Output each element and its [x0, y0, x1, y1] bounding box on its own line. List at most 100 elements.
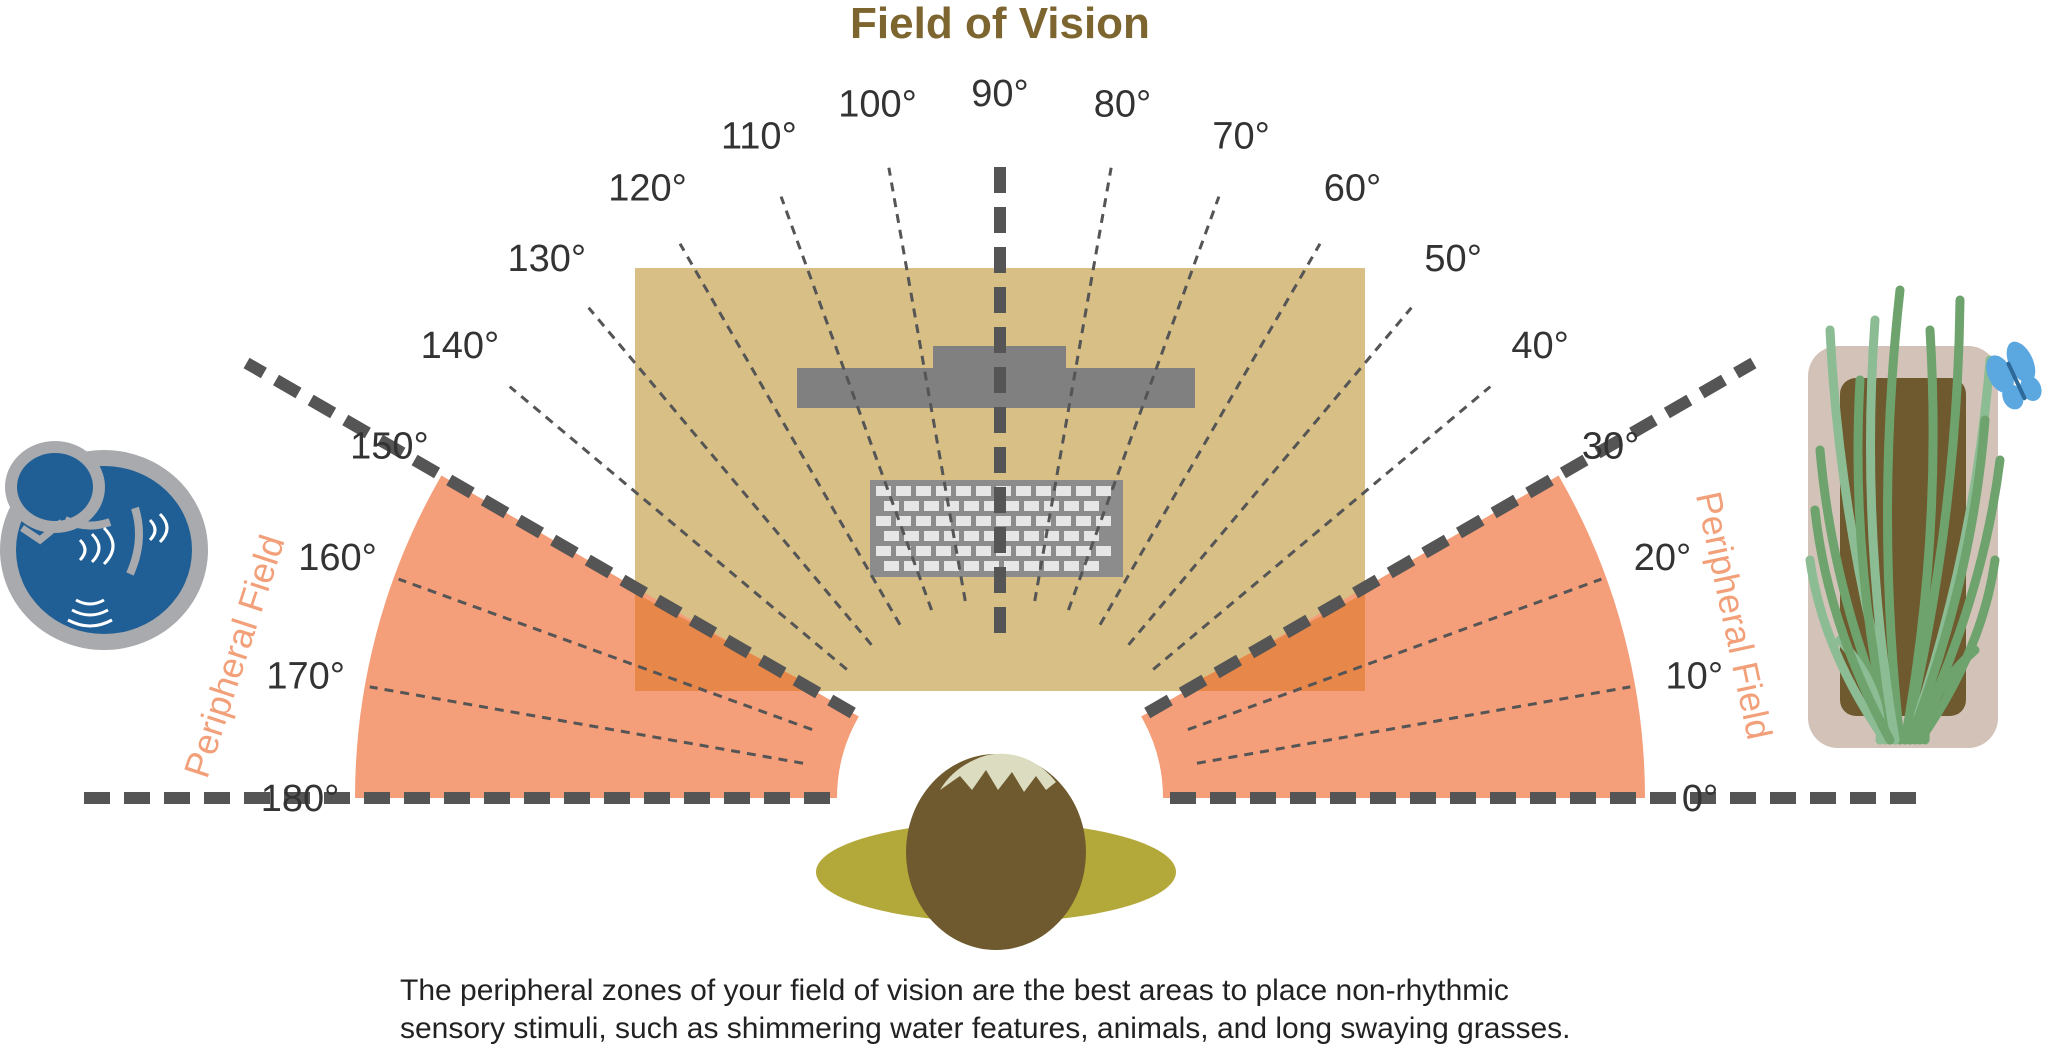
angle-label-90: 90° — [971, 73, 1028, 115]
angle-label-20: 20° — [1634, 537, 1691, 579]
keyboard-key — [1096, 546, 1111, 556]
angle-label-70: 70° — [1212, 116, 1269, 158]
keyboard-key — [1056, 486, 1071, 496]
grass-blade — [1900, 325, 1938, 745]
butterfly-icon — [1986, 341, 2042, 410]
angle-label-80: 80° — [1094, 84, 1151, 126]
keyboard-key — [1096, 516, 1111, 526]
keyboard-key — [956, 486, 971, 496]
angle-label-40: 40° — [1511, 325, 1568, 367]
angle-label-100: 100° — [838, 84, 917, 126]
keyboard-key — [924, 561, 939, 571]
keyboard-key — [1016, 516, 1031, 526]
keyboard-key — [896, 516, 911, 526]
keyboard-key — [944, 561, 959, 571]
peripheral-field-left — [355, 475, 859, 798]
person-head — [906, 754, 1086, 950]
keyboard-key — [1056, 516, 1071, 526]
keyboard-key — [936, 546, 951, 556]
angle-label-60: 60° — [1324, 167, 1381, 209]
angle-label-160: 160° — [298, 537, 377, 579]
peripheral-fields — [355, 475, 1645, 798]
keyboard-key — [976, 546, 991, 556]
keyboard-key — [976, 486, 991, 496]
angle-rays — [70, 153, 1930, 804]
keyboard-key — [1024, 561, 1039, 571]
peripheral-field-label-right: Peripheral Field — [1688, 488, 1781, 743]
grass-blade — [1866, 315, 1900, 745]
diagram-title: Field of Vision — [850, 0, 1150, 48]
keyboard-key — [1084, 501, 1099, 511]
keyboard-key — [1024, 501, 1039, 511]
grass-blades — [1805, 285, 2005, 745]
keyboard-key — [1064, 531, 1079, 541]
grass-blade — [1805, 555, 1890, 745]
keyboard-key — [1016, 546, 1031, 556]
keyboard-key — [976, 516, 991, 526]
angle-label-180: 180° — [261, 778, 340, 820]
angle-label-110: 110° — [721, 116, 797, 158]
keyboard-key — [1064, 561, 1079, 571]
person-hair-highlight — [940, 753, 1056, 792]
angle-labels: 0° 10° 20° 30° 40° 50° 60° 70° 80° 90° 100° 110° 120… — [261, 73, 1723, 820]
keyboard-key — [984, 501, 999, 511]
keyboard-key — [916, 486, 931, 496]
keyboard-key — [984, 561, 999, 571]
caption-line-2: sensory stimuli, such as shimmering wate… — [400, 1012, 1571, 1045]
angle-label-120: 120° — [608, 167, 687, 209]
grass-planter-icon — [1805, 285, 2005, 748]
keyboard-key — [1004, 531, 1019, 541]
keyboard-key — [984, 531, 999, 541]
keyboard-key — [1084, 561, 1099, 571]
keyboard-key — [884, 501, 899, 511]
keyboard-key — [1004, 501, 1019, 511]
keyboard-key — [964, 561, 979, 571]
keyboard-key — [1056, 546, 1071, 556]
keyboard-key — [1084, 531, 1099, 541]
angle-label-50: 50° — [1424, 238, 1481, 280]
keyboard-key — [896, 486, 911, 496]
angle-label-30: 30° — [1582, 426, 1639, 468]
angle-label-0: 0° — [1682, 778, 1718, 820]
angle-ray-150 — [243, 357, 856, 719]
keyboard-key — [1044, 531, 1059, 541]
keyboard-key — [956, 516, 971, 526]
caption: The peripheral zones of your field of vi… — [400, 972, 2040, 1048]
keyboard-key — [944, 501, 959, 511]
keyboard-key — [896, 546, 911, 556]
keyboard-key — [944, 531, 959, 541]
keyboard-key — [936, 516, 951, 526]
keyboard-key — [876, 546, 891, 556]
keyboard-key — [964, 531, 979, 541]
grass-blade — [1905, 415, 1990, 745]
keyboard-key — [1036, 486, 1051, 496]
keyboard-key — [936, 486, 951, 496]
angle-ray-30 — [1144, 357, 1757, 719]
keyboard-key — [916, 546, 931, 556]
keyboard-key — [1076, 546, 1091, 556]
person-head-icon — [816, 753, 1176, 950]
grass-blade — [1883, 285, 1905, 745]
keyboard-key — [876, 486, 891, 496]
keyboard-key — [884, 561, 899, 571]
keyboard-key — [1036, 516, 1051, 526]
keyboard-key — [1024, 531, 1039, 541]
keyboard-key — [904, 501, 919, 511]
keyboard-key — [996, 516, 1011, 526]
grass-blade — [1810, 505, 1895, 745]
keyboard-key — [1096, 486, 1111, 496]
water-feature-icon — [0, 441, 208, 650]
keyboard-key — [956, 546, 971, 556]
keyboard-key — [884, 531, 899, 541]
keyboard-key — [924, 501, 939, 511]
keyboard-key — [1044, 561, 1059, 571]
keyboard-key — [1064, 501, 1079, 511]
keyboard-key — [904, 561, 919, 571]
keyboard-key — [1016, 486, 1031, 496]
angle-label-10: 10° — [1666, 656, 1723, 698]
keyboard-key — [924, 531, 939, 541]
angle-label-140: 140° — [421, 325, 500, 367]
peripheral-field-right — [1141, 475, 1645, 798]
keyboard-key — [904, 531, 919, 541]
